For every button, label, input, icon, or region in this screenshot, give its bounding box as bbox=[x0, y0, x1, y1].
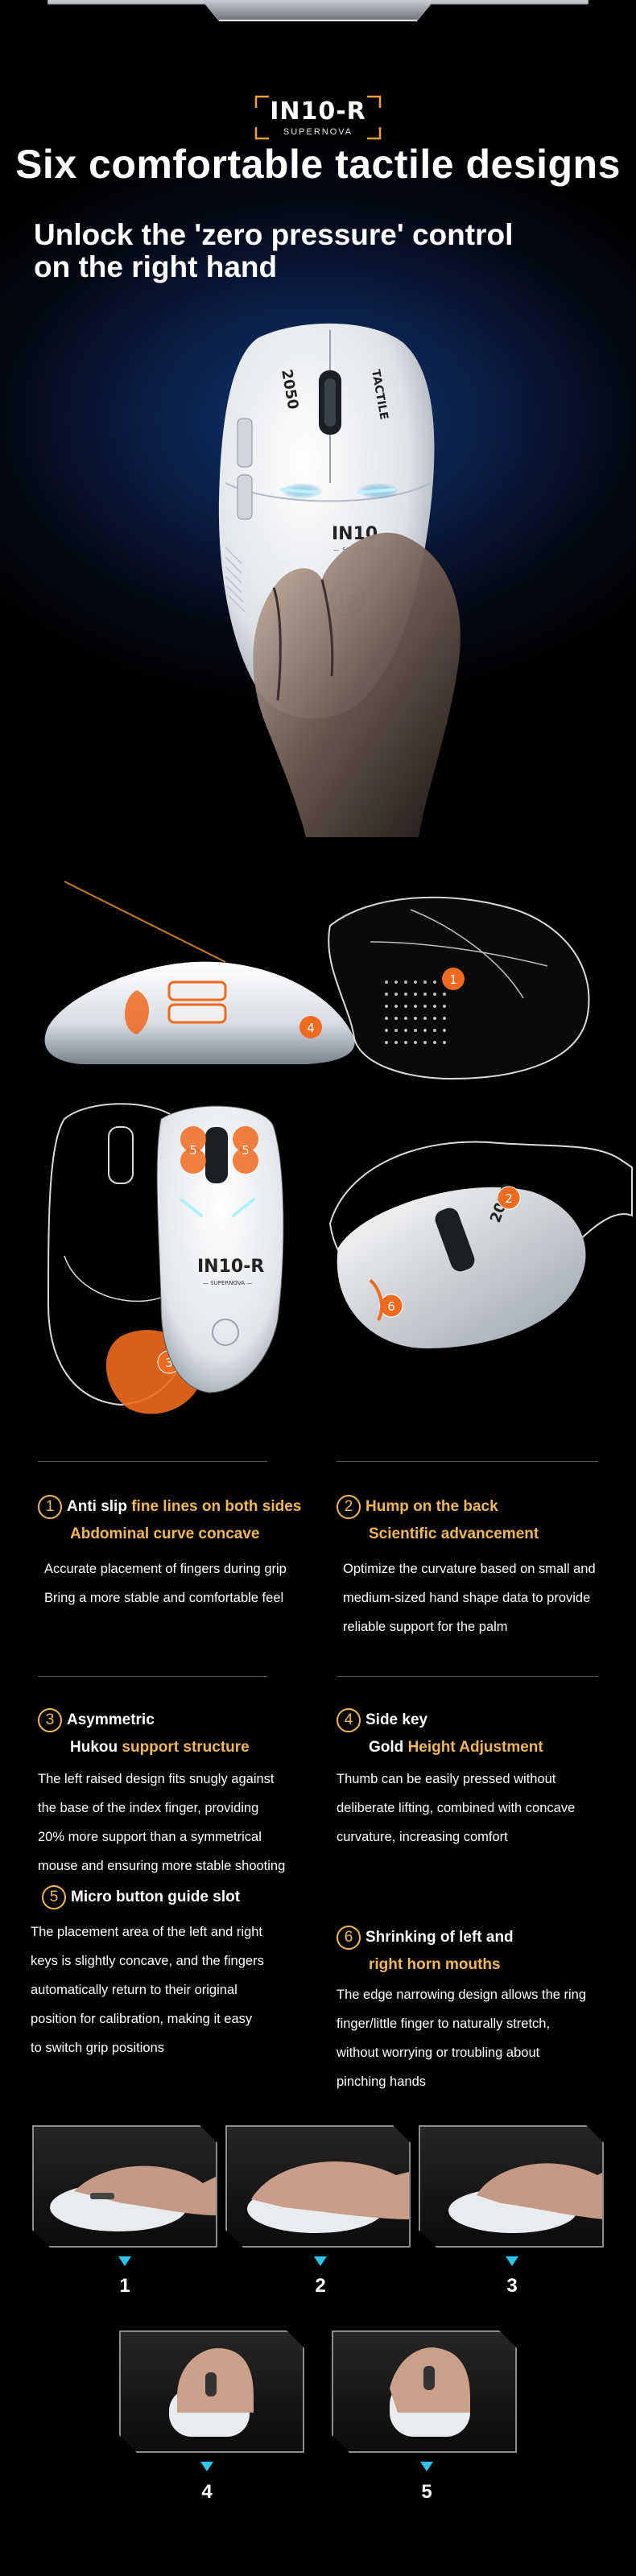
top-view-diagram: 3 5 5 IN10-R — SUPERNOVA — bbox=[47, 1103, 284, 1414]
callout-2-label: 2 bbox=[505, 1191, 513, 1206]
feature-1-subtitle: Abdominal curve concave bbox=[70, 1525, 260, 1542]
grip-photo-5 bbox=[332, 2330, 517, 2453]
hero-section: IN10-R SUPERNOVA Six comfortable tactile… bbox=[0, 0, 636, 853]
logo-subtext: SUPERNOVA bbox=[283, 127, 353, 137]
feature-1-body: Accurate placement of fingers during gri… bbox=[44, 1562, 287, 1605]
grip-photo-5-image bbox=[333, 2332, 517, 2453]
logo-bracket-frame bbox=[254, 95, 382, 140]
hero-mouse-illustration: IN10 — SUPERNOVA — 2050 TACTILE bbox=[218, 323, 460, 837]
callout-5a-label: 5 bbox=[189, 1143, 197, 1158]
grip-photo-3-image bbox=[420, 2127, 604, 2248]
logo-text: IN10-R bbox=[270, 97, 366, 126]
divider bbox=[337, 1676, 598, 1677]
grip-photo-1-image bbox=[34, 2127, 217, 2248]
side-view-diagram: 4 1 bbox=[44, 881, 590, 1080]
svg-text:IN10-R: IN10-R bbox=[197, 1257, 264, 1277]
subheadline-line-1: Unlock the 'zero pressure' control bbox=[34, 218, 514, 251]
divider bbox=[337, 1461, 598, 1462]
callout-5b-label: 5 bbox=[242, 1143, 250, 1158]
pointer-triangle-icon bbox=[506, 2256, 518, 2266]
callout-4-label: 4 bbox=[307, 1021, 315, 1035]
grip-photo-1-number: 1 bbox=[119, 2275, 130, 2297]
pointer-triangle-icon bbox=[200, 2462, 213, 2471]
grip-photo-2 bbox=[225, 2125, 411, 2248]
svg-text:— SUPERNOVA —: — SUPERNOVA — bbox=[203, 1280, 252, 1286]
grip-photo-3-number: 3 bbox=[506, 2275, 518, 2297]
feature-4-subtitle: Gold Height Adjustment bbox=[369, 1739, 543, 1756]
feature-2-number-icon: 2 bbox=[337, 1494, 361, 1519]
grip-photo-2-image bbox=[227, 2127, 411, 2248]
feature-1-number-icon: 1 bbox=[38, 1494, 62, 1519]
pointer-triangle-icon bbox=[420, 2462, 433, 2471]
pointer-triangle-icon bbox=[118, 2256, 131, 2266]
grip-photo-1 bbox=[32, 2125, 217, 2248]
callout-1-label: 1 bbox=[449, 972, 457, 987]
pointer-triangle-icon bbox=[314, 2256, 327, 2266]
top-frame-strip bbox=[47, 0, 589, 22]
feature-4-number-icon: 4 bbox=[337, 1707, 361, 1732]
grip-photo-4 bbox=[119, 2330, 304, 2453]
feature-3-subtitle: Hukou support structure bbox=[70, 1739, 250, 1756]
feature-3-body: The left raised design fits snugly again… bbox=[38, 1772, 286, 1873]
feature-3-number-icon: 3 bbox=[38, 1707, 62, 1732]
divider bbox=[38, 1676, 267, 1677]
page-headline: Six comfortable tactile designs bbox=[15, 142, 621, 187]
feature-5-number-icon: 5 bbox=[42, 1885, 66, 1909]
grip-photo-2-number: 2 bbox=[315, 2275, 326, 2297]
callout-6-label: 6 bbox=[387, 1299, 395, 1314]
feature-6-body: The edge narrowing design allows the rin… bbox=[337, 1988, 587, 2089]
feature-2-subtitle: Scientific advancement bbox=[369, 1525, 539, 1542]
ergonomic-diagram-section: 4 1 3 bbox=[0, 853, 636, 1449]
divider bbox=[38, 1461, 267, 1462]
grip-photo-3 bbox=[419, 2125, 604, 2248]
feature-5-body: The placement area of the left and right… bbox=[31, 1925, 264, 2055]
feature-6-subtitle: right horn mouths bbox=[369, 1956, 501, 1973]
feature-6-number-icon: 6 bbox=[337, 1925, 361, 1950]
brand-logo: IN10-R SUPERNOVA bbox=[254, 95, 382, 140]
hand-grip-diagram: 2050 2 6 bbox=[328, 1141, 633, 1348]
page-subheadline: Unlock the 'zero pressure' control on th… bbox=[34, 219, 597, 283]
grip-photo-5-number: 5 bbox=[421, 2481, 432, 2503]
callout-3-label: 3 bbox=[165, 1356, 173, 1370]
feature-4-body: Thumb can be easily pressed without deli… bbox=[337, 1772, 576, 1844]
feature-2-body: Optimize the curvature based on small an… bbox=[343, 1562, 596, 1634]
subheadline-line-2: on the right hand bbox=[34, 250, 278, 283]
grip-photo-4-image bbox=[121, 2332, 304, 2453]
grip-photo-4-number: 4 bbox=[201, 2481, 213, 2503]
